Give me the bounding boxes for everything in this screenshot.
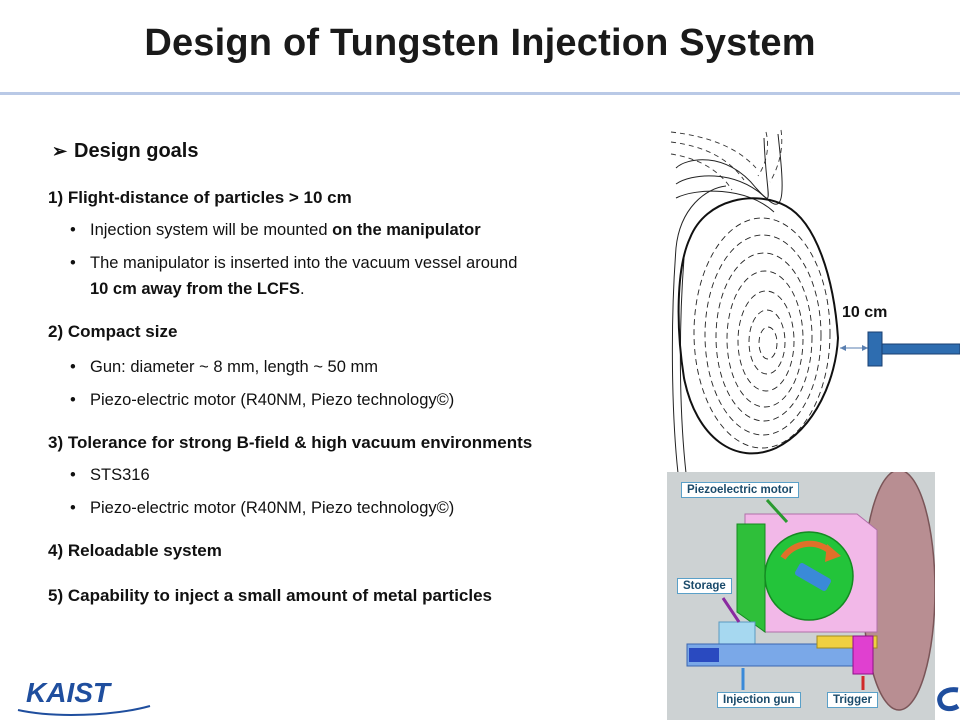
flux-surface-diagram [670,129,960,473]
goal-item-1-bullet-2: •The manipulator is inserted into the va… [70,250,660,302]
goal-item-2-bullet-2: •Piezo-electric motor (R40NM, Piezo tech… [70,391,455,409]
bullet-bold-text: 10 cm away from the LCFS [90,280,300,298]
bullet-text: STS316 [90,466,150,484]
goal-item-3-bullet-2: •Piezo-electric motor (R40NM, Piezo tech… [70,499,455,517]
goal-item-2-heading: 2) Compact size [48,322,178,341]
title-divider [0,92,960,95]
injection-system-rendering: Piezoelectric motor Storage Injection gu… [667,469,936,720]
bullet-continuation: 10 cm away from the LCFS. [70,276,660,302]
partner-logo-icon [937,687,960,712]
injection-system-illustration [686,469,936,711]
arrow-bullet-icon: ➢ [52,141,68,161]
distance-arrow-icon [840,345,868,351]
manipulator-rod-icon [881,343,960,355]
bullet-text: Injection system will be mounted [90,221,333,239]
bullet-tail: . [299,280,305,298]
photo-label-trigger: Trigger [827,692,878,708]
goal-item-5-heading: 5) Capability to inject a small amount o… [48,586,493,605]
goals-heading: ➢ Design goals [52,140,198,163]
goal-item-4-heading: 4) Reloadable system [48,541,222,560]
bullet-bold-text: on the manipulator [332,221,481,239]
goal-item-1-bullet-1: •Injection system will be mounted on the… [70,221,481,239]
page-title: Design of Tungsten Injection System [144,22,816,64]
goal-item-3-bullet-1: •STS316 [70,466,150,484]
manipulator-head-icon [867,331,883,367]
photo-label-storage: Storage [677,578,732,594]
photo-label-motor: Piezoelectric motor [681,482,800,498]
goals-heading-text: Design goals [74,140,199,162]
bullet-text: Piezo-electric motor (R40NM, Piezo techn… [90,499,455,517]
distance-label: 10 cm [842,304,888,321]
goal-item-1-heading: 1) Flight-distance of particles > 10 cm [48,188,352,207]
bullet-text: Gun: diameter ~ 8 mm, length ~ 50 mm [90,358,378,376]
kaist-logo-text: KAIST [26,677,113,708]
kaist-logo: KAIST [17,677,151,716]
goal-item-2-bullet-1: •Gun: diameter ~ 8 mm, length ~ 50 mm [70,358,378,376]
bullet-text: Piezo-electric motor (R40NM, Piezo techn… [90,391,455,409]
bullet-text: The manipulator is inserted into the vac… [90,254,518,272]
photo-label-gun: Injection gun [717,692,801,708]
goal-item-3-heading: 3) Tolerance for strong B-field & high v… [48,433,533,452]
